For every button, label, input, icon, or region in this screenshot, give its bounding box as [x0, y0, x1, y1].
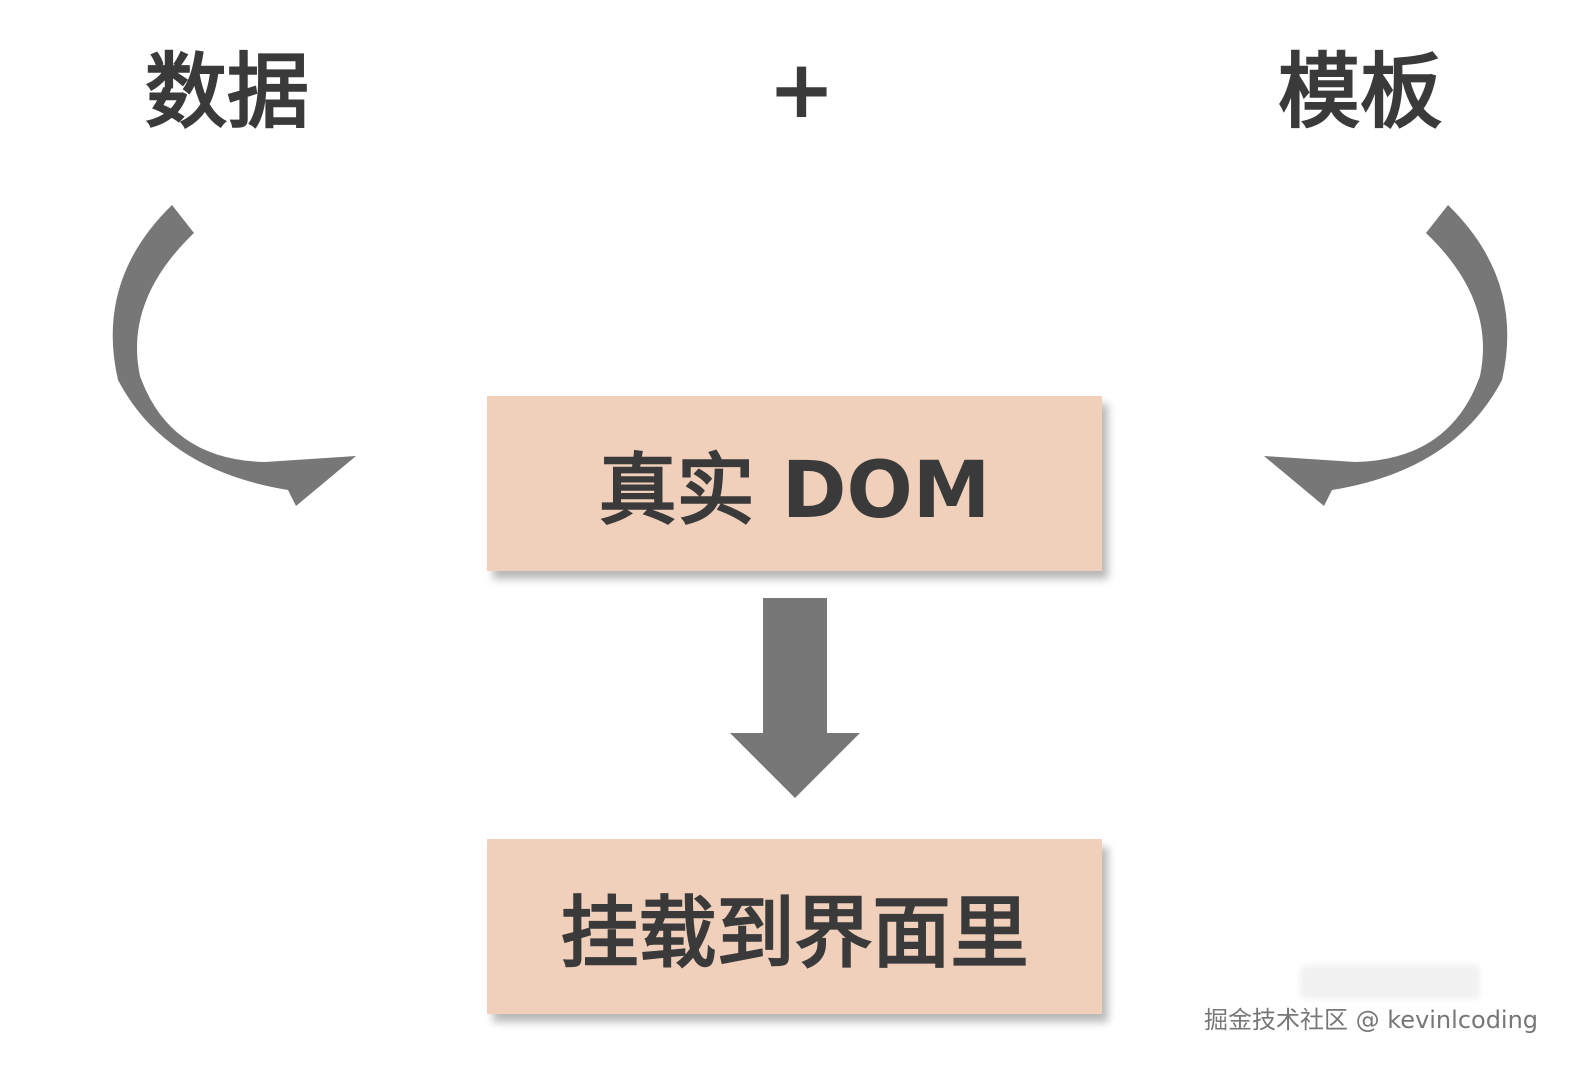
real-dom-label: 真实 DOM — [598, 445, 991, 536]
blurred-region — [1300, 965, 1480, 999]
mount-label: 挂载到界面里 — [560, 888, 1029, 979]
mount-to-page-box: 挂载到界面里 — [487, 839, 1102, 1014]
template-label: 模板 — [1278, 45, 1443, 140]
data-label: 数据 — [145, 45, 310, 140]
watermark: 掘金技术社区 @ kevinlcoding — [1204, 1006, 1539, 1034]
plus-sign: + — [768, 43, 836, 136]
real-dom-box: 真实 DOM — [487, 396, 1102, 571]
